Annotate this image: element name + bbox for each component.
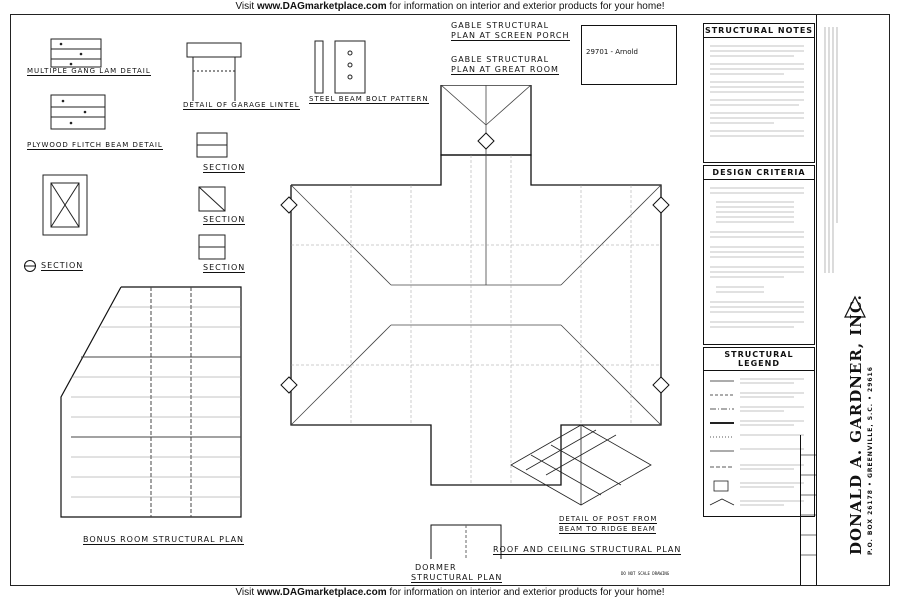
gable-great-room-title-1: GABLE STRUCTURAL [451, 55, 550, 64]
dormer-title-2: STRUCTURAL PLAN [411, 573, 503, 583]
dormer-title-1: DORMER [415, 563, 457, 572]
design-criteria-text [710, 187, 804, 328]
steel-beam-bolt-title: STEEL BEAM BOLT PATTERN [309, 95, 429, 104]
title-block: DONALD A. GARDNER, INC. P.O. BOX 26178 •… [816, 15, 889, 585]
company-name: DONALD A. GARDNER, INC. [847, 294, 865, 555]
section-title-4: SECTION [203, 263, 246, 273]
revision-strip [800, 435, 817, 585]
steel-beam-drawing [314, 40, 366, 94]
post-detail-drawing [510, 424, 652, 506]
banner-suffix: for information on interior and exterior… [386, 587, 665, 598]
banner-site-link[interactable]: www.DAGmarketplace.com [256, 1, 387, 12]
section-drawing-3 [198, 186, 226, 212]
stamp-plan-number: 29701 - Arnold [586, 48, 638, 56]
plywood-flitch-title: PLYWOOD FLITCH BEAM DETAIL [27, 141, 163, 150]
multiple-gang-lam-title: MULTIPLE GANG LAM DETAIL [27, 67, 151, 76]
title-block-fineprint [824, 27, 838, 273]
section-drawing-1 [42, 174, 88, 236]
banner-site-link[interactable]: www.DAGmarketplace.com [256, 587, 387, 598]
gable-screen-porch-title-1: GABLE STRUCTURAL [451, 21, 550, 30]
post-detail-title-2: BEAM TO RIDGE BEAM [559, 525, 656, 534]
post-detail-title-1: DETAIL OF POST FROM [559, 515, 658, 524]
dormer-drawing [430, 524, 502, 559]
bottom-banner[interactable]: Visit www.DAGmarketplace.com for informa… [0, 586, 900, 600]
section-title-2: SECTION [203, 163, 246, 173]
roof-ceiling-plan-drawing [280, 85, 670, 486]
gable-screen-porch-title-2: PLAN AT SCREEN PORCH [451, 31, 570, 41]
structural-legend-symbols [709, 378, 804, 506]
gable-great-room-title-2: PLAN AT GREAT ROOM [451, 65, 559, 75]
section-title-1: SECTION [41, 261, 84, 271]
structural-legend-panel: STRUCTURAL LEGEND [703, 347, 815, 517]
bonus-room-plan-title: BONUS ROOM STRUCTURAL PLAN [83, 535, 245, 545]
structural-notes-panel: STRUCTURAL NOTES [703, 23, 815, 163]
roof-ceiling-plan-title: ROOF AND CEILING STRUCTURAL PLAN [493, 545, 682, 555]
company-address: P.O. BOX 26178 • GREENVILLE, S.C. • 2961… [867, 366, 874, 555]
banner-prefix: Visit [235, 1, 257, 12]
section-drawing-2 [196, 132, 228, 158]
structural-legend-heading: STRUCTURAL LEGEND [704, 348, 814, 371]
drawing-sheet: MULTIPLE GANG LAM DETAIL PLYWOOD FLITCH … [10, 14, 890, 586]
do-not-scale-note: DO NOT SCALE DRAWING [621, 571, 670, 576]
garage-lintel-drawing [186, 42, 242, 101]
structural-notes-text [710, 45, 804, 137]
plan-stamp: 29701 - Arnold [581, 25, 677, 85]
section-drawing-4 [198, 234, 226, 260]
top-banner[interactable]: Visit www.DAGmarketplace.com for informa… [0, 0, 900, 14]
section-marker-1 [24, 260, 36, 272]
company-logo-icon [844, 295, 866, 318]
design-criteria-panel: DESIGN CRITERIA [703, 165, 815, 345]
flitch-beam-drawing [50, 94, 106, 130]
bonus-room-plan-drawing [60, 286, 242, 518]
garage-lintel-title: DETAIL OF GARAGE LINTEL [183, 101, 300, 110]
structural-notes-heading: STRUCTURAL NOTES [704, 24, 814, 38]
design-criteria-heading: DESIGN CRITERIA [704, 166, 814, 180]
section-title-3: SECTION [203, 215, 246, 225]
revision-strip-lines [801, 454, 817, 556]
banner-prefix: Visit [235, 587, 257, 598]
banner-suffix: for information on interior and exterior… [386, 1, 665, 12]
gang-lam-drawing [50, 38, 102, 68]
